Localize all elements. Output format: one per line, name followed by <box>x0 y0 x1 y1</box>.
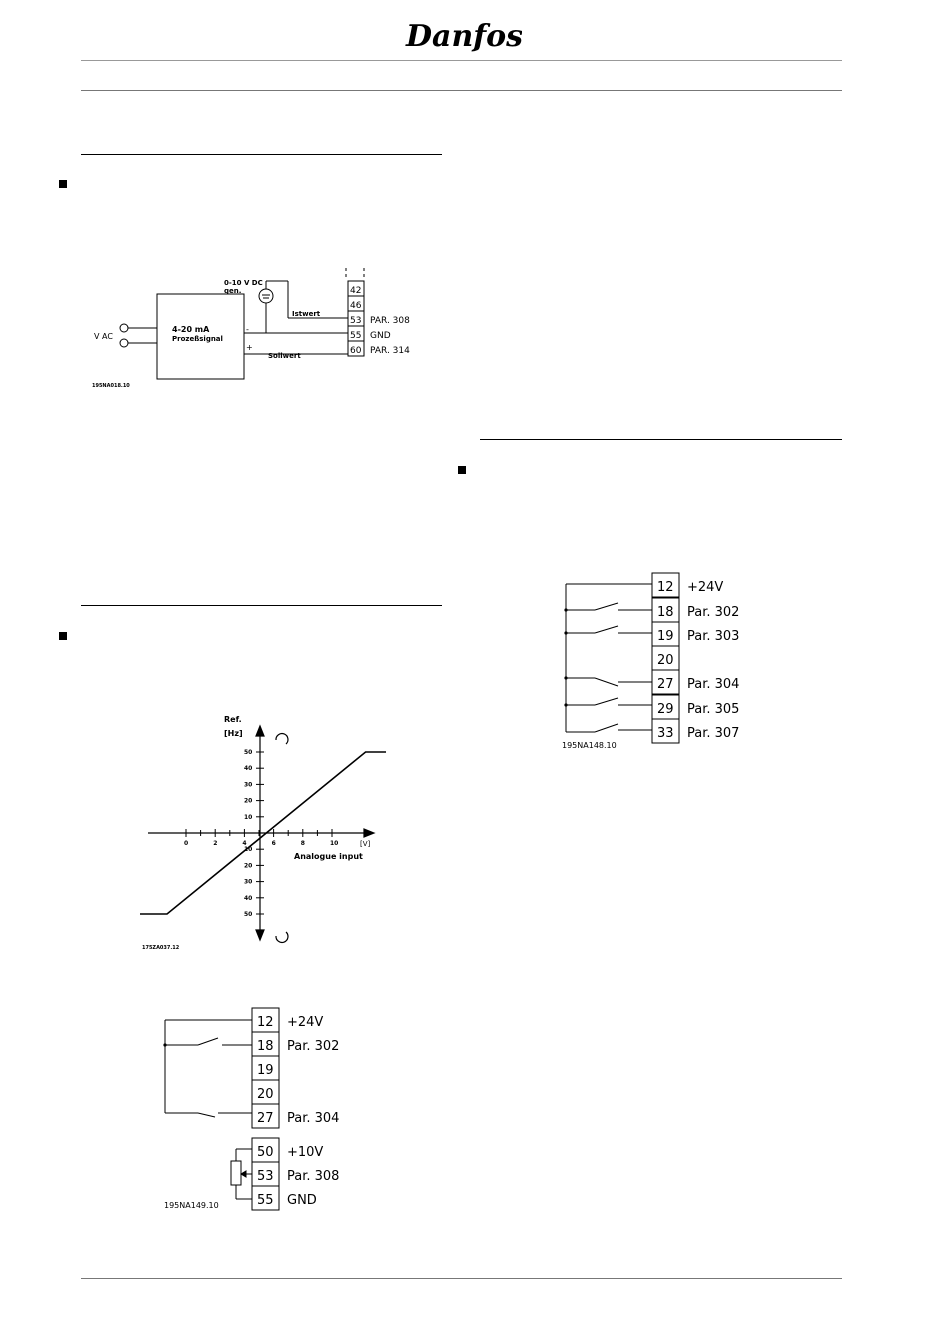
y-label-line2: [Hz] <box>224 729 243 738</box>
terminal-label: Par. 304 <box>687 677 739 692</box>
terminal-53: 53 <box>350 316 361 326</box>
terminal-60-label: PAR. 314 <box>370 346 410 356</box>
reference-chart: 0 2 4 6 8 10 50 40 30 20 10 10 20 30 40 50 Ref. [Hz] An… <box>127 708 390 958</box>
terminal-number: 55 <box>257 1193 274 1208</box>
logo-wordmark: Danfoss <box>405 19 522 54</box>
terminal-60: 60 <box>350 346 362 356</box>
clockwise-arrow-icon <box>275 732 289 745</box>
terminal-label: Par. 305 <box>687 702 739 717</box>
vac-label: V AC <box>94 332 113 341</box>
x-tick-label: 0 <box>184 840 188 847</box>
danfoss-logo: Danfoss <box>402 12 540 56</box>
terminal-label: Par. 302 <box>687 605 739 620</box>
terminal-label: Par. 308 <box>287 1169 339 1184</box>
section-rule-2 <box>81 605 442 606</box>
y-tick-label: 40 <box>244 765 252 772</box>
y-tick-label: 10 <box>244 846 252 853</box>
x-tick-label: 4 <box>242 840 246 847</box>
terminal-number: 27 <box>257 1111 274 1126</box>
terminal-box <box>651 718 680 744</box>
header-rule-bottom <box>81 90 842 91</box>
terminal-left-code: 195NA149.10 <box>164 1201 219 1210</box>
process-signal-diagram: 42 46 53 55 60 PAR. 308 GND PAR. 314 0-1… <box>88 266 428 392</box>
terminal-label: +10V <box>287 1145 323 1160</box>
figure-code: 195NA018.10 <box>92 383 130 389</box>
y-label-line1: Ref. <box>224 715 242 724</box>
x-label: Analogue input <box>294 852 363 861</box>
chart-code: 175ZA037.12 <box>142 945 180 951</box>
y-axis-arrow-down <box>255 929 265 942</box>
y-tick-label: 20 <box>244 862 252 869</box>
terminal-box <box>251 1185 280 1211</box>
terminal-number: 29 <box>657 702 674 717</box>
y-tick-label: 30 <box>244 781 252 788</box>
x-axis-arrow <box>363 828 376 838</box>
box-line2: Prozeßsignal <box>172 335 223 343</box>
terminal-number: 18 <box>657 605 674 620</box>
terminal-number: 50 <box>257 1145 274 1160</box>
terminal-number: 20 <box>257 1087 274 1102</box>
terminal-number: 53 <box>257 1169 274 1184</box>
source-label: 0-10 V DC <box>224 279 263 287</box>
terminal-diagram-left: 12 +24V 18 Par. 302 19 20 27 Par. 304 50 +10V 53 Pa… <box>160 1007 380 1212</box>
plus-sign: + <box>246 343 253 352</box>
terminal-number: 33 <box>657 726 674 741</box>
terminal-label: Par. 307 <box>687 726 739 741</box>
terminal-55: 55 <box>350 331 361 341</box>
x-tick-label: 8 <box>301 840 305 847</box>
x-unit: [V] <box>360 840 371 848</box>
terminal-label: +24V <box>687 580 723 595</box>
terminal-right-code: 195NA148.10 <box>562 741 617 750</box>
box-line1: 4-20 mA <box>172 325 210 334</box>
terminal-label: Par. 304 <box>287 1111 339 1126</box>
terminal-number: 20 <box>657 653 674 668</box>
y-tick-label: 50 <box>244 749 252 756</box>
x-tick-label: 2 <box>213 840 217 847</box>
terminal-label: GND <box>287 1193 317 1208</box>
y-tick-label: 30 <box>244 879 252 886</box>
y-tick-label: 10 <box>244 814 252 821</box>
terminal-55-label: GND <box>370 331 391 341</box>
sollwert-label: Sollwert <box>268 352 301 360</box>
terminal-number: 19 <box>257 1063 274 1078</box>
x-tick-label: 6 <box>272 840 276 847</box>
terminal-diagram-right: 12 +24V 18 Par. 302 19 Par. 303 20 27 Par. 304 29… <box>560 570 780 752</box>
section-rule-1 <box>81 154 442 155</box>
section-bullet-1 <box>59 180 67 188</box>
terminal-number: 18 <box>257 1039 274 1054</box>
series-line <box>127 751 387 915</box>
terminal-label: Par. 303 <box>687 629 739 644</box>
y-axis-arrow-up <box>255 724 265 737</box>
header-rule-top <box>81 60 842 61</box>
footer-rule <box>81 1278 842 1279</box>
terminal-53-label: PAR. 308 <box>370 316 410 326</box>
section-bullet-3 <box>458 466 466 474</box>
minus-sign: - <box>246 325 249 334</box>
terminal-number: 19 <box>657 629 674 644</box>
source-sub-label: gen. <box>224 287 241 295</box>
istwert-label: Istwert <box>292 310 321 318</box>
y-tick-label: 50 <box>244 911 252 918</box>
terminal-number: 12 <box>257 1015 274 1030</box>
terminal-box <box>651 572 680 598</box>
y-tick-label: 20 <box>244 798 252 805</box>
terminal-label: +24V <box>287 1015 323 1030</box>
counterclockwise-arrow-icon <box>275 931 289 944</box>
section-bullet-2 <box>59 632 67 640</box>
terminal-number: 27 <box>657 677 674 692</box>
terminal-46: 46 <box>350 301 362 311</box>
y-tick-label: 40 <box>244 895 252 902</box>
terminal-42: 42 <box>350 286 361 296</box>
x-tick-label: 10 <box>330 840 338 847</box>
section-rule-3 <box>480 439 842 440</box>
terminal-box <box>251 1103 280 1129</box>
terminal-box <box>651 669 680 695</box>
terminal-label: Par. 302 <box>287 1039 339 1054</box>
terminal-number: 12 <box>657 580 674 595</box>
